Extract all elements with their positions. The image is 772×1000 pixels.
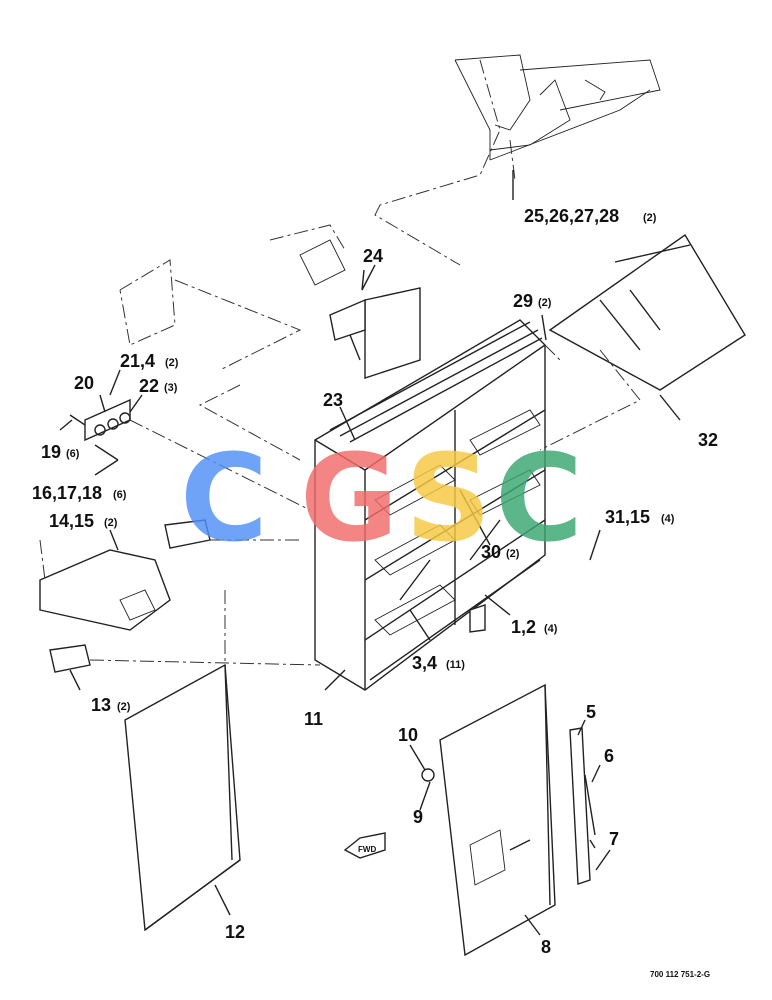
callout-21-qty: (2) — [165, 357, 179, 369]
callout-3-qty: (11) — [446, 659, 465, 671]
callout-16-qty: (6) — [113, 489, 127, 501]
callout-23: 23 — [323, 390, 343, 410]
callout-25: 25,26,27,28 — [524, 206, 619, 226]
callout-1-qty: (4) — [544, 623, 558, 635]
callout-13-qty: (2) — [117, 701, 131, 713]
callout-31: 31,15 — [605, 507, 650, 527]
callout-14: 14,15 — [49, 511, 94, 531]
left-door-12 — [124, 590, 241, 932]
roller-13 — [49, 644, 321, 673]
callout-6: 6 — [604, 746, 614, 766]
callout-29-qty: (2) — [538, 297, 552, 309]
watermark-letter-3: S — [405, 430, 491, 569]
svg-text:FWD: FWD — [358, 845, 376, 854]
callout-3: 3,4 — [412, 653, 437, 673]
leader-lines — [59, 170, 681, 936]
callout-5: 5 — [586, 702, 596, 722]
knob-10 — [421, 768, 435, 782]
callout-19: 19 — [41, 442, 61, 462]
fwd-arrow-decal: FWD — [343, 832, 386, 859]
callout-11: 11 — [304, 709, 323, 729]
bracket-24 — [299, 239, 421, 379]
rear-frame-outline — [119, 224, 346, 461]
callout-21: 21,4 — [120, 351, 155, 371]
side-chute-32 — [539, 233, 746, 451]
callout-19-qty: (6) — [66, 448, 80, 460]
watermark-letter-1: C — [180, 430, 268, 569]
callout-7: 7 — [609, 829, 619, 849]
callout-1: 1,2 — [511, 617, 536, 637]
callout-31-qty: (4) — [661, 513, 675, 525]
callout-12: 12 — [225, 922, 245, 942]
callout-24: 24 — [363, 246, 383, 266]
upper-carrier-frame — [374, 54, 661, 266]
callout-14-qty: (2) — [104, 517, 118, 529]
callout-13: 13 — [91, 695, 111, 715]
callout-10: 10 — [398, 725, 418, 745]
hinge-block-20 — [69, 398, 311, 511]
callout-32: 32 — [698, 430, 718, 450]
document-number: 700 112 751-2-G — [650, 970, 710, 979]
callout-16: 16,17,18 — [32, 483, 102, 503]
left-mount-14 — [39, 519, 300, 631]
callout-20: 20 — [74, 373, 94, 393]
front-door-8 — [439, 683, 556, 957]
latch-assembly-5 — [569, 727, 596, 885]
callout-8: 8 — [541, 937, 551, 957]
callout-9: 9 — [413, 807, 423, 827]
callout-30: 30 — [481, 542, 501, 562]
callout-29: 29 — [513, 291, 533, 311]
watermark: C G S C — [180, 430, 583, 569]
callout-25-qty: (2) — [643, 212, 657, 224]
callout-22-qty: (3) — [164, 382, 178, 394]
callout-22: 22 — [139, 376, 159, 396]
callout-30-qty: (2) — [506, 548, 520, 560]
watermark-letter-2: G — [300, 430, 399, 569]
watermark-letter-4: C — [495, 430, 583, 569]
